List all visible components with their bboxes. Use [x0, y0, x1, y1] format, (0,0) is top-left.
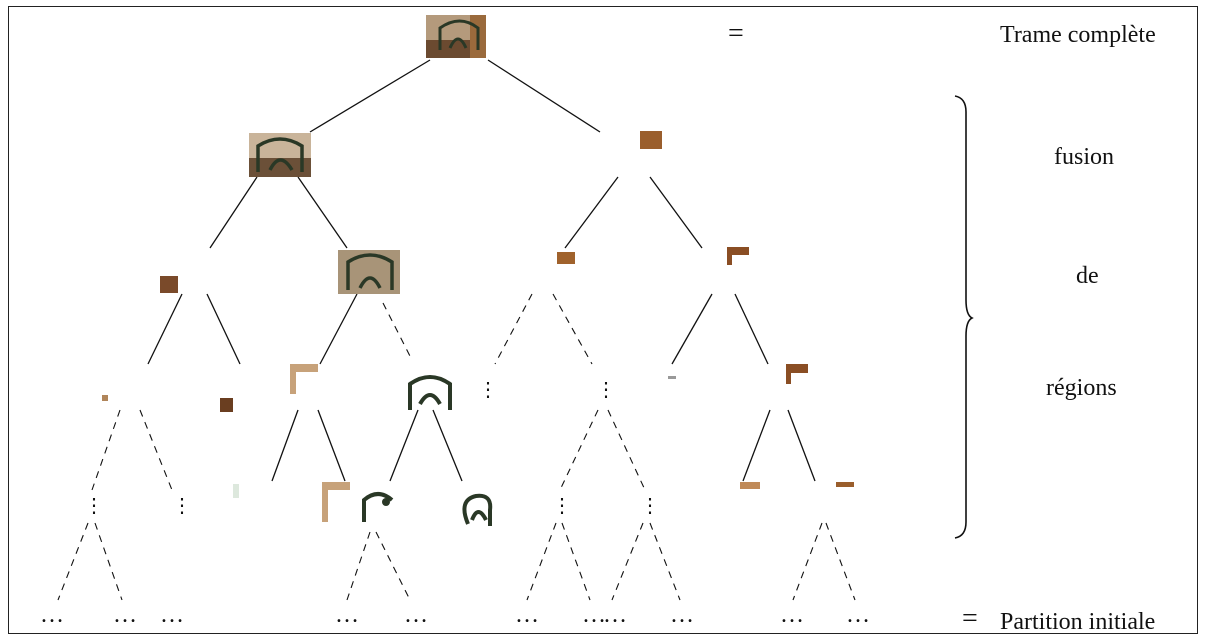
edge — [487, 59, 601, 133]
vdots: ⋮ — [478, 379, 498, 401]
hdots: … — [846, 602, 870, 628]
edge — [671, 293, 713, 365]
equals-sign-top: = — [728, 18, 744, 49]
edge — [271, 409, 299, 482]
solid-edges — [147, 59, 816, 482]
hdots: … — [160, 602, 184, 628]
edge — [147, 293, 183, 365]
small-left-tile — [160, 276, 178, 293]
equals-sign-bottom: = — [962, 603, 978, 634]
vdots: ⋮ — [552, 495, 572, 517]
left-chair-tile — [249, 133, 311, 177]
edge — [317, 409, 346, 482]
hdots: … — [603, 602, 627, 628]
chair-region-tile — [338, 250, 400, 294]
edge — [206, 293, 241, 365]
edge — [309, 59, 431, 133]
vdots: ⋮ — [172, 495, 192, 517]
hdots: … — [404, 602, 428, 628]
edge — [209, 176, 258, 249]
diagram-frame — [8, 6, 1198, 634]
hdots: … — [113, 602, 137, 628]
small-piece-tile — [102, 376, 676, 498]
edge — [734, 293, 769, 365]
vdots: ⋮ — [640, 495, 660, 517]
hdots: … — [40, 602, 64, 628]
vdots: ⋮ — [596, 379, 616, 401]
curl-tile — [462, 493, 493, 526]
right-corner-tile — [640, 131, 662, 149]
top-label: Trame complète — [1000, 22, 1156, 48]
dashed-edges — [57, 293, 856, 601]
hdots: … — [582, 602, 606, 628]
hdots: … — [670, 602, 694, 628]
bottom-label: Partition initiale — [1000, 609, 1156, 635]
brace-label-de: de — [1076, 263, 1099, 289]
small-wood-tile — [557, 252, 575, 264]
brace-label-fusion: fusion — [1054, 144, 1114, 170]
edge — [649, 176, 703, 249]
hdots: … — [335, 602, 359, 628]
brace-label-regions: régions — [1046, 375, 1117, 401]
bracket-tile — [290, 364, 854, 522]
curly-brace — [954, 95, 974, 539]
edge — [564, 176, 619, 249]
edge — [297, 176, 348, 249]
chair-outline-tile — [362, 375, 452, 522]
right-corner-tile-2 — [727, 247, 749, 265]
edge — [432, 409, 463, 482]
edge — [787, 409, 816, 482]
edge — [742, 409, 771, 482]
hdots: … — [780, 602, 804, 628]
edge — [319, 293, 358, 365]
hdots: … — [515, 602, 539, 628]
full-frame-tile — [426, 15, 486, 58]
edge — [389, 409, 419, 482]
vdots: ⋮ — [84, 495, 104, 517]
